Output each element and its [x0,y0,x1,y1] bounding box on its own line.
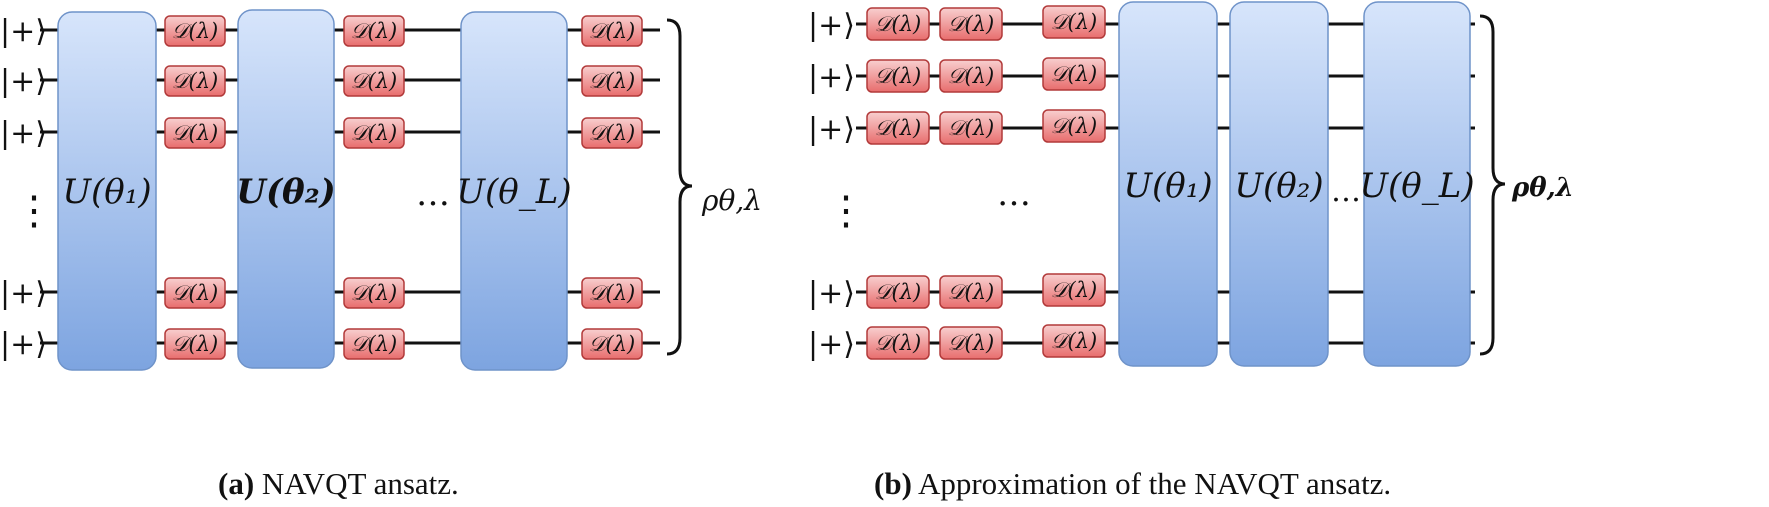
caption-a-tag: (a) [218,466,255,501]
ket-plus-label: |+⟩ [0,327,47,362]
gate-label: 𝒟(λ) [589,332,635,356]
unitary-label: U(θ₁) [62,172,151,212]
gate-label: 𝒟(λ) [948,331,994,355]
unitary-block-2 [1229,1,1329,367]
gate-label: 𝒟(λ) [948,12,994,36]
gate-label: 𝒟(λ) [589,69,635,93]
caption-b-tag: (b) [874,466,912,501]
unitary-label: U(θ₁) [1123,166,1212,206]
gate-label: 𝒟(λ) [172,19,218,43]
unitary-block-L [1363,1,1471,367]
unitary-block-L [460,11,568,371]
ket-plus-label: |+⟩ [808,8,855,43]
gate-label: 𝒟(λ) [172,121,218,145]
ellipsis: … [416,174,450,214]
gate-label: 𝒟(λ) [351,332,397,356]
caption-b-text: Approximation of the NAVQT ansatz. [917,466,1392,501]
gate-column-b1 [866,7,930,360]
ket-plus-label: |+⟩ [808,60,855,95]
ket-plus-label: |+⟩ [0,64,47,99]
gate-label: 𝒟(λ) [948,64,994,88]
ellipsis: … [1331,174,1361,209]
caption-a: (a) NAVQT ansatz. [218,466,459,502]
gate-label: 𝒟(λ) [948,116,994,140]
gate-label: 𝒟(λ) [589,281,635,305]
unitary-label: U(θ₂) [1234,166,1323,206]
output-brace [666,18,693,356]
output-state-label: ρθ,λ [1511,173,1574,203]
ket-plus-label: |+⟩ [0,116,47,151]
unitary-label: U(θ_L) [1359,166,1474,206]
gate-label: 𝒟(λ) [172,69,218,93]
gate-column-3 [581,15,643,360]
gate-label: 𝒟(λ) [172,332,218,356]
unitary-label: U(θ_L) [456,172,571,212]
gate-label: 𝒟(λ) [589,121,635,145]
gate-label: 𝒟(λ) [875,331,921,355]
gate-label: 𝒟(λ) [351,121,397,145]
caption-b: (b) Approximation of the NAVQT ansatz. [874,466,1391,502]
vdots-symbol: ⋮ [826,188,866,234]
ket-plus-label: |+⟩ [0,14,47,49]
gate-label: 𝒟(λ) [351,281,397,305]
panel-a-circuit: |+⟩ |+⟩ |+⟩ |+⟩ |+⟩ ⋮ U(θ₁) U(θ₂) U(θ_L) [0,9,762,371]
gate-label: 𝒟(λ) [1051,329,1097,353]
gate-label: 𝒟(λ) [351,69,397,93]
gate-label: 𝒟(λ) [1051,62,1097,86]
gate-label: 𝒟(λ) [1051,10,1097,34]
unitary-block-1 [1118,1,1218,367]
gate-column-b3 [1042,5,1106,358]
gate-column-b2 [939,7,1003,360]
gate-label: 𝒟(λ) [875,64,921,88]
unitary-block-2 [237,9,335,369]
ellipsis: … [997,174,1031,214]
ket-plus-label: |+⟩ [808,327,855,362]
unitary-label: U(θ₂) [236,172,335,212]
output-state-label: ρθ,λ [701,184,762,217]
gate-label: 𝒟(λ) [948,280,994,304]
gate-label: 𝒟(λ) [172,281,218,305]
output-brace [1479,14,1506,356]
vdots-symbol: ⋮ [14,188,54,234]
panel-b-circuit: |+⟩ |+⟩ |+⟩ |+⟩ |+⟩ ⋮ [806,1,1574,367]
gate-column-2 [343,15,405,360]
gate-label: 𝒟(λ) [351,19,397,43]
ket-plus-label: |+⟩ [808,112,855,147]
ket-plus-label: |+⟩ [0,276,47,311]
ket-plus-label: |+⟩ [808,276,855,311]
gate-label: 𝒟(λ) [875,116,921,140]
gate-label: 𝒟(λ) [589,19,635,43]
unitary-block-1 [57,11,157,371]
gate-column-1 [164,15,226,360]
gate-label: 𝒟(λ) [875,280,921,304]
gate-label: 𝒟(λ) [875,12,921,36]
caption-a-text: NAVQT ansatz. [261,466,459,501]
gate-label: 𝒟(λ) [1051,114,1097,138]
gate-label: 𝒟(λ) [1051,278,1097,302]
